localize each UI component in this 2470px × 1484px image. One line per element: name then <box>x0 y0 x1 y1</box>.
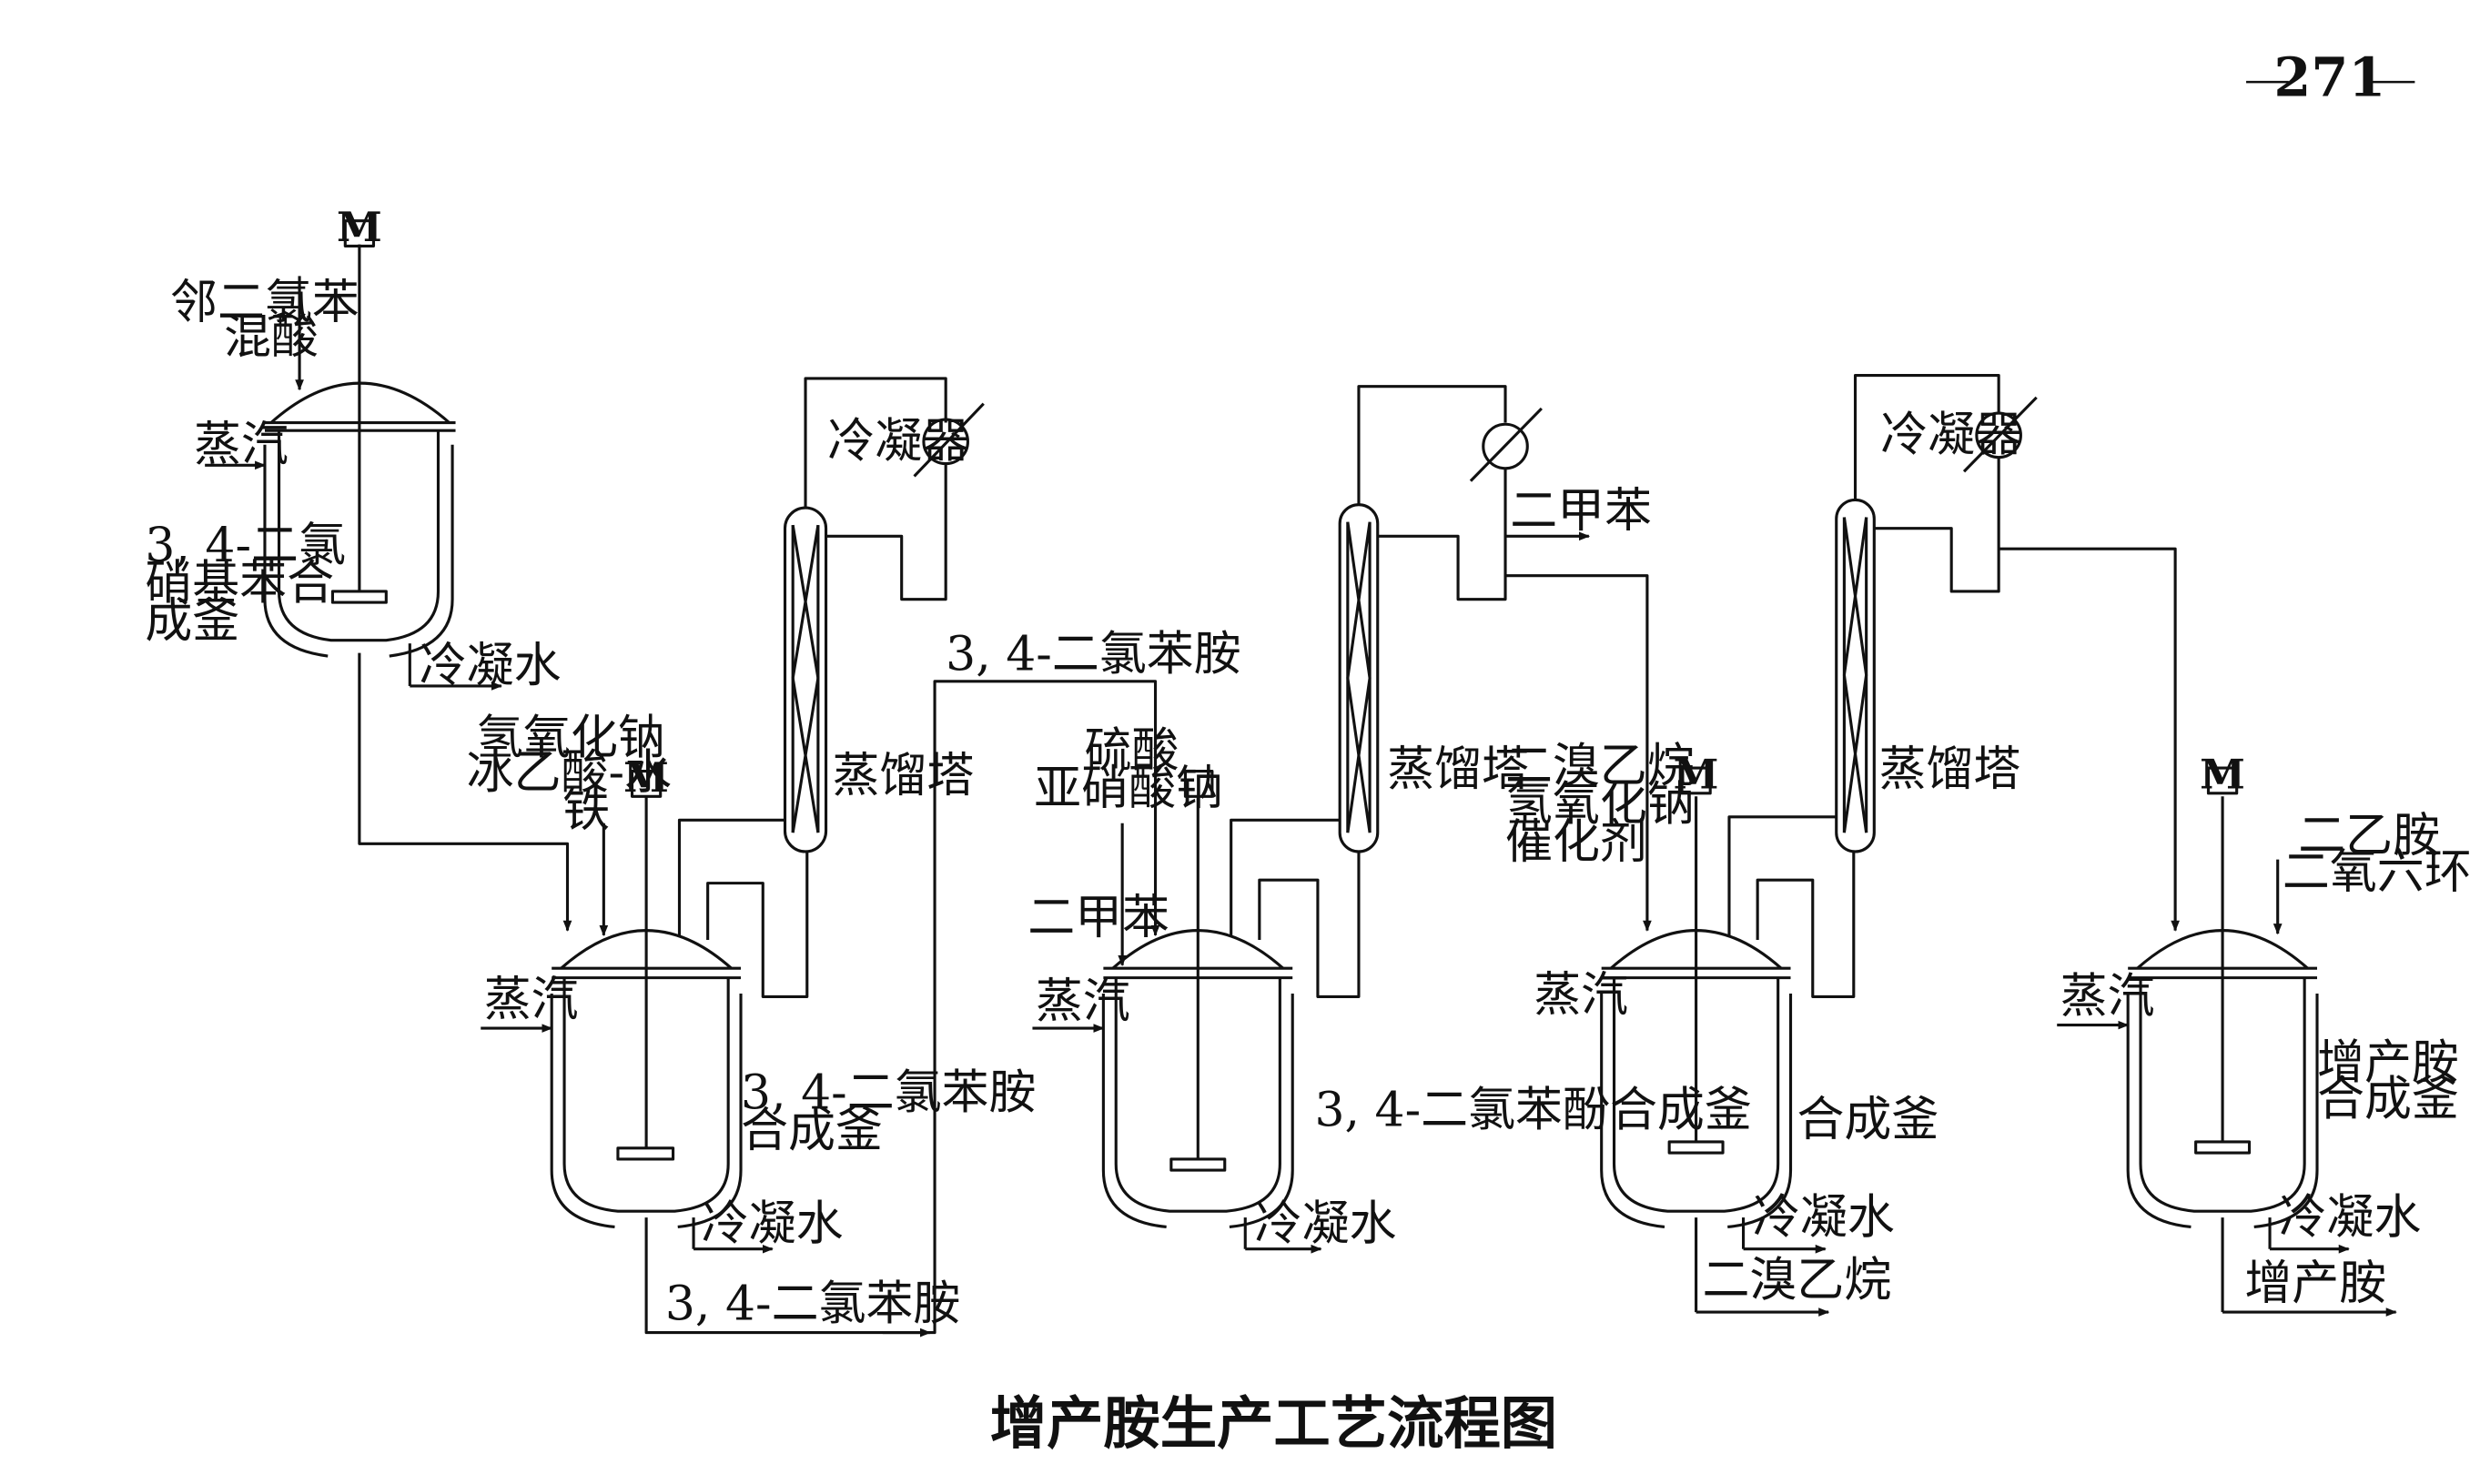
label-column-2: 蒸馏塔 <box>1387 742 1529 797</box>
figure-caption: 增产胺生产工艺流程图 <box>990 1389 1557 1457</box>
label-feed-dioxane: 二氧六环 <box>2283 845 2470 900</box>
label-steam-2: 蒸汽 <box>484 973 579 1027</box>
label-xylene-outlet: 二甲苯 <box>1510 484 1652 539</box>
label-cooling-water-3: 冷凝水 <box>1255 1196 1397 1251</box>
motor-5 <box>2206 766 2239 795</box>
condenser-2 <box>1469 407 1543 482</box>
label-steam-1: 蒸汽 <box>194 418 289 472</box>
label-final-product: 增产胺 <box>2244 1257 2386 1311</box>
motor-4 <box>1680 766 1712 795</box>
label-steam-3: 蒸汽 <box>1036 974 1130 1029</box>
label-feed-mixed-acid: 混酸 <box>224 310 319 365</box>
motor-2-label: M <box>623 753 669 802</box>
label-reactor-3: 3, 4-二氯苯酚合成釜 <box>1314 1084 1751 1138</box>
reactor-2-aniline-vessel <box>550 796 743 1229</box>
label-feed-naoh: 氢氧化钠 <box>476 711 665 765</box>
label-dibromoethane-outlet: 二溴乙烷 <box>1703 1254 1892 1308</box>
label-feed-dichlorobenzene: 邻二氯苯 <box>170 276 359 330</box>
label-cooling-water-2: 冷凝水 <box>702 1196 844 1251</box>
label-reactor-1-line-1: 3, 4-二氯 <box>145 519 346 573</box>
label-reactor-2-line-1: 3, 4-二氯苯胺 <box>741 1065 1036 1120</box>
label-feed-diethylamine: 二乙胺 <box>2298 809 2440 863</box>
reactor-3-phenol-vessel <box>1101 796 1294 1229</box>
label-reactor-2-line-2: 合成釜 <box>741 1104 883 1158</box>
label-reactor-4: 合成釜 <box>1797 1093 1939 1147</box>
reactor-5-product-vessel <box>2126 796 2319 1229</box>
stirrer-drive-3 <box>1183 770 1214 798</box>
label-reactor-5-line-1: 增产胺 <box>2317 1036 2459 1091</box>
label-reactor-5-line-2: 合成釜 <box>2317 1072 2459 1126</box>
svg-text:271: 271 <box>2273 46 2385 109</box>
label-feed-acetic-acid: 冰乙酸-水 <box>467 746 672 801</box>
label-reactor-1-line-2: 硝基苯合 <box>145 557 334 611</box>
label-cooling-water-1: 冷凝水 <box>420 639 562 693</box>
label-cooling-water-5: 冷凝水 <box>2279 1190 2421 1245</box>
label-column-3: 蒸馏塔 <box>1879 742 2021 797</box>
label-feed-sodium-nitrite: 亚硝酸钠 <box>1034 762 1223 816</box>
label-condenser-1: 冷凝器 <box>827 415 969 469</box>
label-column-1: 蒸馏塔 <box>832 749 974 803</box>
motor-5-label: M <box>2200 751 2245 799</box>
motor-4-label: M <box>1674 751 1719 799</box>
label-steam-5: 蒸汽 <box>2060 970 2155 1025</box>
label-reactor-1-line-3: 成釜 <box>145 594 239 649</box>
label-condenser-3: 冷凝器 <box>1880 409 2022 463</box>
reactor-1-nitrobenzene-vessel <box>263 244 456 658</box>
motor-1-label: M <box>337 203 382 251</box>
motor-1 <box>343 219 376 247</box>
label-feed-dibromoethane: 二溴乙烷 <box>1505 740 1695 794</box>
label-cooling-water-4: 冷凝水 <box>1753 1190 1895 1245</box>
label-feed-xylene: 二甲苯 <box>1027 891 1169 945</box>
label-feed-iron: 铁 <box>562 783 610 838</box>
distillation-column-2 <box>1338 503 1380 853</box>
page-number: 271 <box>2246 46 2415 109</box>
label-aniline-product-line: 3, 4-二氯苯胺 <box>665 1277 960 1332</box>
label-aniline-transfer-line: 3, 4-二氯苯胺 <box>946 628 1240 682</box>
distillation-column-1 <box>783 506 828 853</box>
motor-2 <box>630 770 663 798</box>
distillation-column-3 <box>1835 498 1876 853</box>
label-steam-4: 蒸汽 <box>1534 968 1628 1023</box>
label-feed-naoh-2: 氢氧化钠 <box>1505 777 1695 832</box>
label-feed-sulfuric-acid: 硫酸 <box>1085 723 1179 778</box>
reactor-4-synthesis-vessel <box>1600 796 1793 1229</box>
label-feed-catalyst: 催化剂 <box>1505 815 1647 870</box>
